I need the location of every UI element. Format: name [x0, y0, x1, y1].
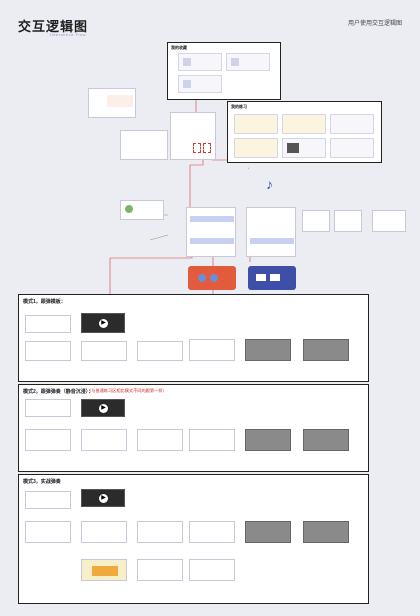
result-screen: [245, 339, 291, 361]
keyboard-screen: [25, 399, 71, 417]
mode-section-2: 模式2，跟弹弹奏（静音沉浸）： （与普通练习区相比模式不同的跟第一样） ▶: [18, 384, 369, 472]
result-screen: [245, 521, 291, 543]
practice-card[interactable]: [282, 114, 326, 134]
mode-banner-blue[interactable]: [248, 266, 296, 290]
practice-panel: 我的练习: [227, 101, 382, 163]
keyboard-screen: [81, 521, 127, 543]
practice-card[interactable]: [234, 114, 278, 134]
player-screen: [189, 339, 235, 361]
diagram-subtitle: Interactive Flow: [50, 32, 87, 37]
favorites-panel: 我的收藏: [167, 42, 281, 100]
mode-section-label: 模式2，跟弹弹奏（静音沉浸）：: [23, 389, 94, 395]
detail-screen: [88, 88, 136, 118]
keyboard-screen: [25, 491, 71, 509]
practice-card[interactable]: [282, 138, 326, 158]
side-card[interactable]: [120, 200, 164, 220]
favorite-card[interactable]: [178, 75, 222, 93]
keyboard-screen: [137, 559, 183, 581]
keyboard-screen: [25, 341, 71, 361]
keyboard-screen: [25, 315, 71, 333]
music-note-icon: ♪: [266, 176, 273, 192]
keyboard-screen: [25, 521, 71, 543]
popup-screen-a: [302, 210, 330, 232]
keyboard-screen: [189, 559, 235, 581]
popup-screen-c: [372, 210, 406, 232]
keyboard-screen: [25, 429, 71, 451]
home-screen: [120, 130, 168, 160]
result-screen: [303, 429, 349, 451]
keyboard-screen: [81, 429, 127, 451]
mode-section-label: 模式3，实战弹奏: [23, 479, 61, 485]
favorite-card[interactable]: [178, 53, 222, 71]
play-icon[interactable]: ▶: [99, 319, 108, 328]
play-icon[interactable]: ▶: [99, 494, 108, 503]
keyboard-screen: [137, 341, 183, 361]
video-screen[interactable]: ▶: [81, 489, 125, 507]
result-screen: [245, 429, 291, 451]
keyboard-screen: [81, 341, 127, 361]
popup-screen: [81, 559, 127, 581]
mode-banner-red[interactable]: [188, 266, 236, 290]
video-screen[interactable]: ▶: [81, 313, 125, 333]
practice-card[interactable]: [330, 114, 374, 134]
favorites-panel-label: 我的收藏: [171, 45, 187, 50]
play-icon[interactable]: ▶: [99, 404, 108, 413]
practice-card[interactable]: [330, 138, 374, 158]
library-screen: [186, 207, 236, 257]
keyboard-screen: [137, 429, 183, 451]
main-screen: [170, 112, 216, 160]
mode-section-3: 模式3，实战弹奏 ▶: [18, 474, 369, 604]
player-screen: [189, 429, 235, 451]
keyboard-screen: [137, 521, 183, 543]
practice-panel-label: 我的练习: [231, 104, 247, 109]
mode-warning: （与普通练习区相比模式不同的跟第一样）: [87, 388, 167, 393]
result-screen: [303, 339, 349, 361]
player-screen: [189, 521, 235, 543]
practice-card[interactable]: [234, 138, 278, 158]
video-screen[interactable]: ▶: [81, 399, 125, 417]
favorite-card[interactable]: [226, 53, 270, 71]
result-screen: [303, 521, 349, 543]
diagram-caption: 用户使用交互逻辑图: [348, 21, 403, 27]
diagram-title: 交互逻辑图: [18, 19, 89, 34]
popup-screen-b: [334, 210, 362, 232]
mode-section-label: 模式1，跟弹模板：: [23, 299, 66, 305]
mode-section-1: 模式1，跟弹模板： ▶: [18, 294, 369, 382]
song-screen: [246, 207, 296, 257]
